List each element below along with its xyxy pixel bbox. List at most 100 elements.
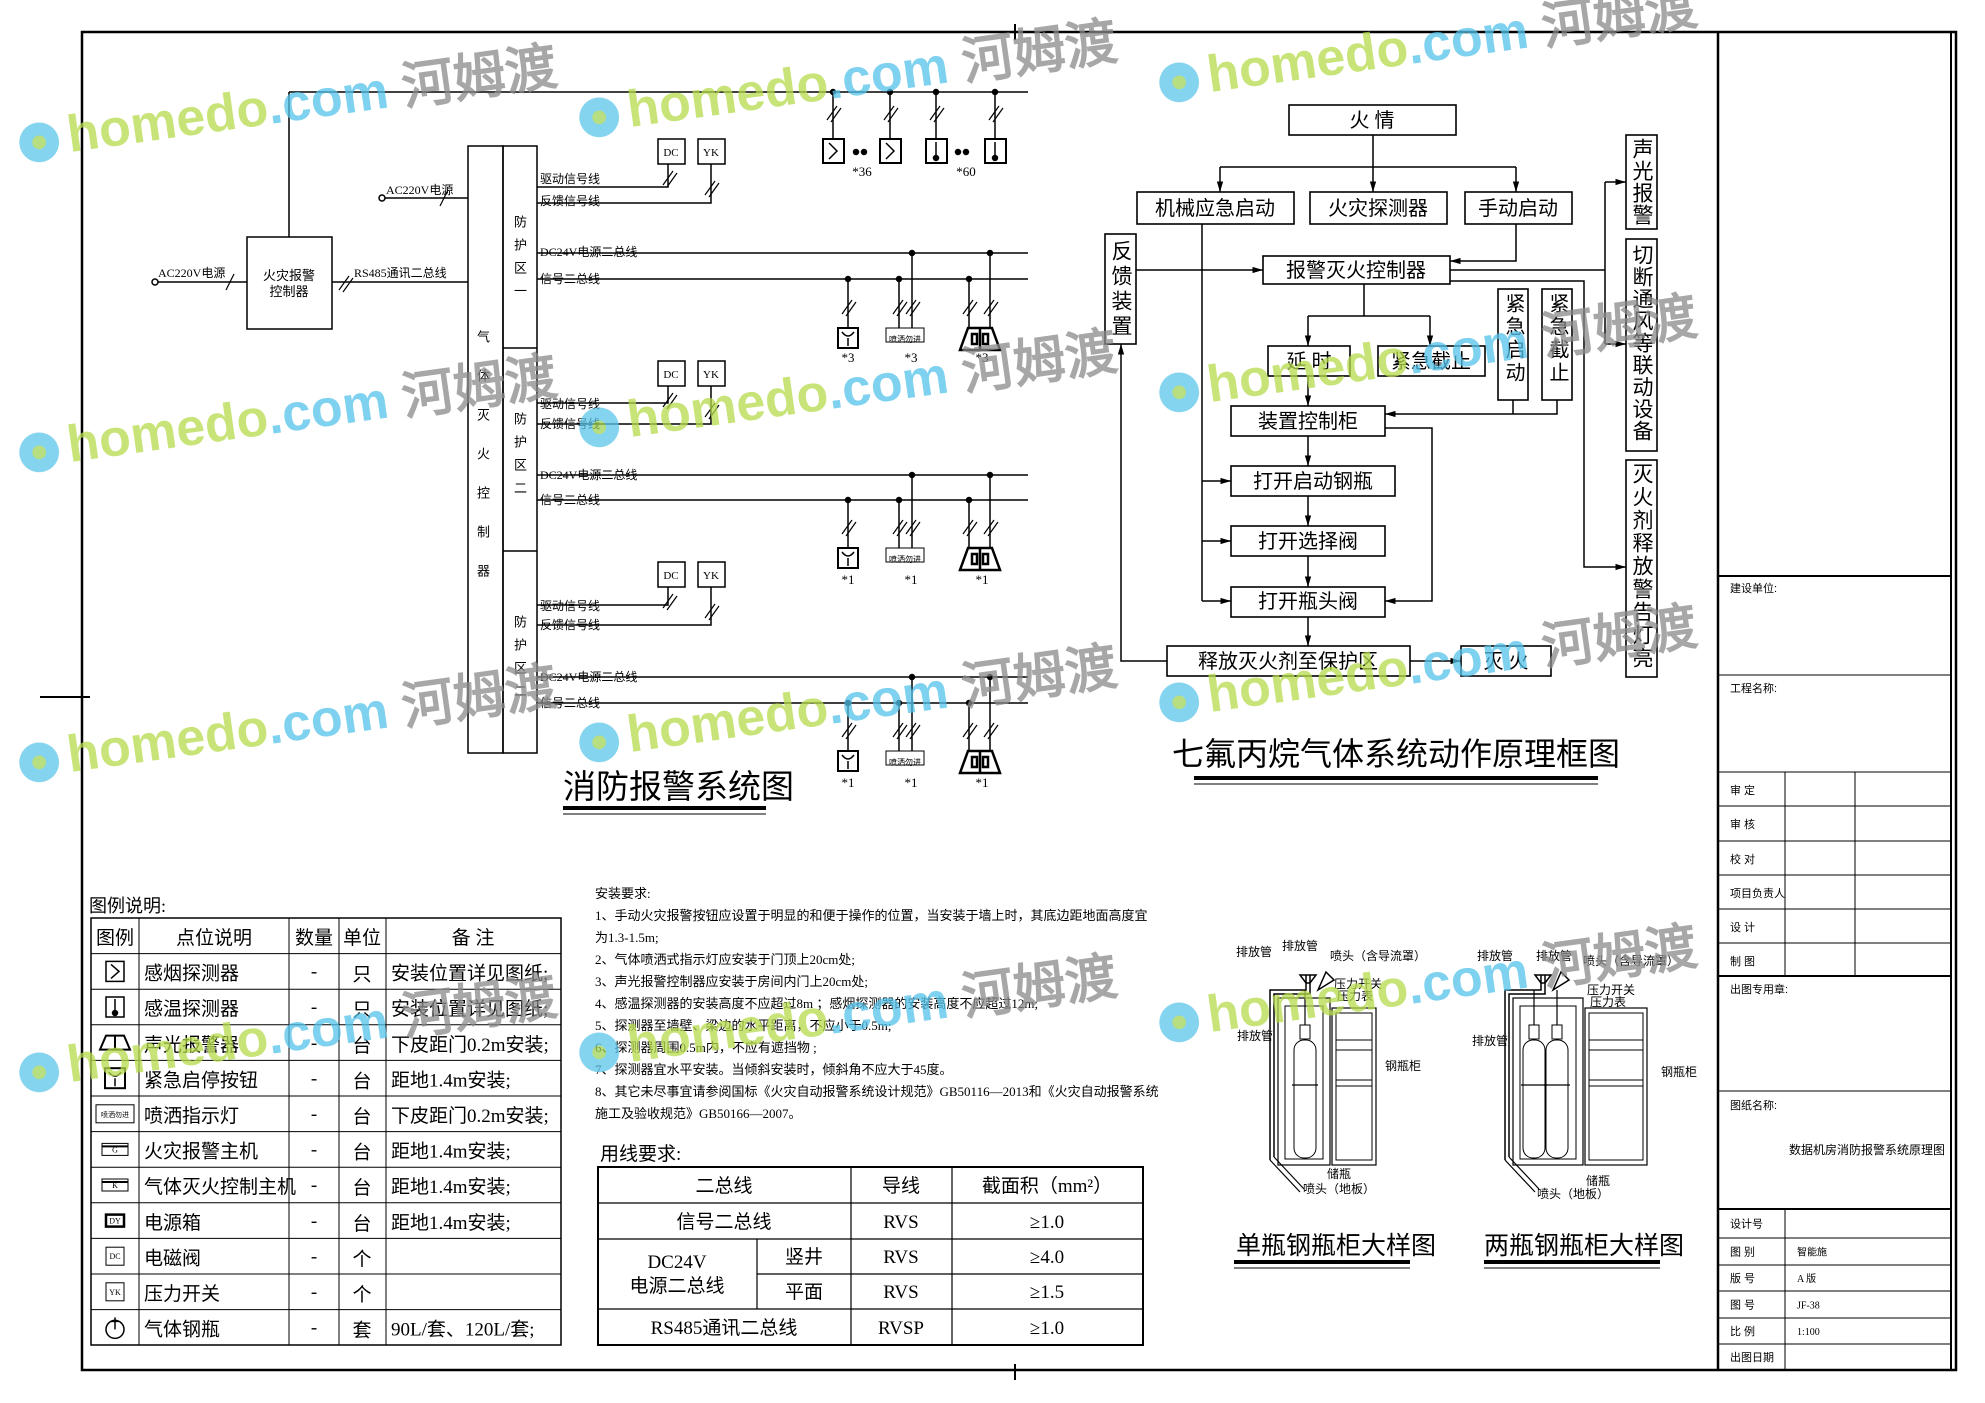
flow-arrow: [1450, 280, 1626, 571]
nozzle-icon: [1551, 970, 1571, 992]
legend-item-qty: -: [311, 1246, 317, 1267]
cable-slash: [826, 105, 838, 121]
cable-slash: [662, 593, 674, 609]
wiring-title: 用线要求:: [600, 1143, 681, 1165]
junction-dot: [986, 471, 994, 479]
title-underline: [1194, 776, 1598, 780]
junction-dot: [886, 88, 894, 96]
double-pressure-switch-label: 压力开关: [1587, 983, 1635, 997]
title-field-value: 1:100: [1797, 1327, 1820, 1338]
drawing-border: [80, 30, 1958, 1372]
drive-signal-line: [537, 587, 669, 606]
cable-slash: [841, 299, 853, 315]
solenoid-valve-icon: DC: [109, 1252, 120, 1261]
legend-item-qty: -: [311, 1282, 317, 1303]
ac220-left-label: AC220V电源: [158, 266, 225, 280]
junction-dot: [829, 88, 837, 96]
cable-slash: [929, 105, 941, 121]
cable-slash: [966, 521, 978, 537]
cable-slash: [342, 277, 354, 293]
junction-dot: [908, 471, 916, 479]
gas-controller-label: 气体灭火控制器: [475, 330, 490, 603]
legend-header: 点位说明: [176, 927, 252, 949]
single-cabinet-label: 钢瓶柜: [1385, 1059, 1421, 1073]
flow-open-start: 打开启动钢瓶: [1253, 470, 1373, 493]
junction-dot: [986, 673, 994, 681]
title-field-label: 比 例: [1730, 1324, 1755, 1338]
wiring-rs485-name: RS485通讯二总线: [651, 1317, 798, 1339]
junction-dot: [962, 148, 970, 156]
legend-item-qty: -: [311, 1068, 317, 1089]
cable-slash: [992, 107, 1004, 123]
legend-table: 图例说明: 图例点位说明数量单位备 注感烟探测器-只安装位置详见图纸;感温探测器…: [89, 896, 549, 1342]
storage-bottle: [1545, 1039, 1569, 1159]
cable-slash: [896, 521, 908, 537]
heat-detector-icon: [105, 996, 125, 1018]
title-field-value: 智能施: [1797, 1246, 1827, 1259]
power-box-icon: DY: [109, 1217, 121, 1226]
legend-header: 备 注: [452, 927, 495, 949]
fire-host-icon: G: [112, 1145, 118, 1154]
zone2-yk-label: YK: [703, 369, 719, 381]
zone3-feedback-label: 反馈信号线: [540, 618, 600, 632]
legend-header: 数量: [295, 927, 333, 949]
junction-dot: [908, 673, 916, 681]
nozzle-top-icon: [1298, 974, 1318, 984]
legend-item-qty: -: [311, 997, 317, 1018]
signature-label: 项目负责人: [1730, 886, 1785, 900]
bottle-cabinet-inner: [1519, 1005, 1577, 1160]
junction-dot: [844, 496, 852, 504]
fire-alarm-controller-box: [246, 236, 333, 330]
cable-slash: [887, 107, 899, 123]
install-requirement-line: 7、探测器宜水平安装。当倾斜安装时，倾斜角不应大于45度。: [595, 1062, 953, 1077]
signature-label: 设 计: [1730, 921, 1755, 934]
signature-label: 审 核: [1730, 817, 1755, 831]
feedback-signal-line: [537, 164, 712, 204]
wiring-rs485-wire: RVSP: [878, 1318, 924, 1339]
smoke-detector-icon: [828, 142, 839, 160]
steel-cabinet: [1584, 1007, 1648, 1166]
cable-slash: [987, 301, 999, 317]
emergency-button-icon: [837, 327, 859, 349]
install-requirement-line: 1、手动火灾报警按钮应设置于明显的和便于操作的位置，当安装于墙上时，其底边距地面…: [595, 908, 1148, 923]
install-requirement-line: 4、感温探测器的安装高度不应超过8m ；感烟探测器的安装高度不应超过12m;: [595, 996, 1038, 1012]
smoke-detector-icon: [110, 963, 121, 979]
legend-header: 单位: [343, 927, 381, 949]
zone3-siren-count: *1: [976, 775, 989, 790]
flow-stop: 紧急截止: [1391, 350, 1471, 373]
sound-light-alarm-icon: [958, 546, 1002, 572]
steel-cabinet: [1331, 1007, 1377, 1166]
cable-slash: [905, 722, 917, 738]
zone3-yk-label: YK: [703, 570, 719, 582]
title-underline: [1484, 1260, 1660, 1264]
zone1-dc24-label: DC24V电源二总线: [540, 245, 637, 259]
zone2-dc24-label: DC24V电源二总线: [540, 468, 637, 482]
zone3-spray-glyph: 喷洒勿进: [889, 757, 921, 767]
install-requirement-line: 8、其它未尽事宜请参阅国标《火灾自动报警系统设计规范》GB50116—2013和…: [595, 1084, 1159, 1099]
wiring-power-area: ≥4.0: [1030, 1247, 1064, 1268]
cable-slash: [704, 180, 716, 196]
cable-slash: [988, 105, 1000, 121]
delay-box: [1267, 345, 1351, 377]
install-requirements: 安装要求: 1、手动火灾报警按钮应设置于明显的和便于操作的位置，当安装于墙上时，…: [595, 886, 1159, 1121]
cable-slash: [225, 273, 235, 291]
storage-bottle: [1522, 1039, 1546, 1159]
legend-item-note: 安装位置详见图纸;: [391, 963, 548, 985]
flow-open-head: 打开瓶头阀: [1258, 590, 1358, 613]
legend-item-unit: 台: [352, 1142, 371, 1164]
junction-dot: [895, 699, 903, 707]
legend-item-qty: -: [311, 1175, 317, 1196]
single-bottle-label: 储瓶: [1327, 1166, 1351, 1181]
single-nozzle-floor-label: 喷头（地板）: [1303, 1182, 1375, 1196]
wiring-table-border: [597, 1166, 1144, 1346]
smoke-detector-icon: [822, 138, 845, 164]
cable-slash: [896, 724, 908, 740]
emergency-button-icon: [837, 547, 859, 569]
nozzle-icon: [1316, 970, 1336, 992]
legend-item-note: 距地1.4m安装;: [391, 1212, 511, 1234]
legend-item-unit: 个: [352, 1248, 371, 1270]
junction-dot: [986, 249, 994, 257]
flow-open-select: 打开选择阀: [1258, 530, 1358, 553]
junction-dot: [844, 275, 852, 283]
